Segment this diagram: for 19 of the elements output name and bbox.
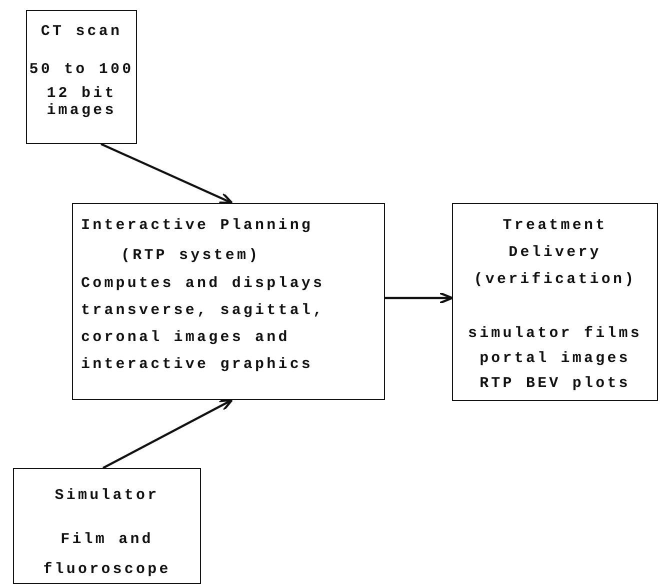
arrow [100, 143, 234, 204]
process-box [452, 203, 658, 401]
box-text: RTP BEV plots [478, 374, 632, 394]
process-box [72, 203, 385, 400]
process-box [26, 10, 137, 144]
box-text: 12 bit images [46, 85, 118, 119]
arrow [102, 398, 234, 469]
box-heading: CT scan [40, 22, 124, 42]
box-heading: Interactive Planning [80, 216, 314, 236]
box-text: Film and fluoroscope [42, 530, 172, 580]
box-heading: Simulator [54, 486, 160, 506]
box-text: portal images [478, 349, 632, 369]
process-box [13, 468, 201, 584]
arrow [385, 292, 454, 304]
box-heading: Treatment Delivery (verification) [472, 216, 638, 290]
box-text: Computes and displays transverse, sagittal, coronal images and interactive graphics [80, 274, 326, 375]
box-text: (RTP system) [120, 246, 262, 266]
box-text: simulator films [466, 324, 644, 344]
box-text: 50 to 100 [28, 60, 135, 80]
